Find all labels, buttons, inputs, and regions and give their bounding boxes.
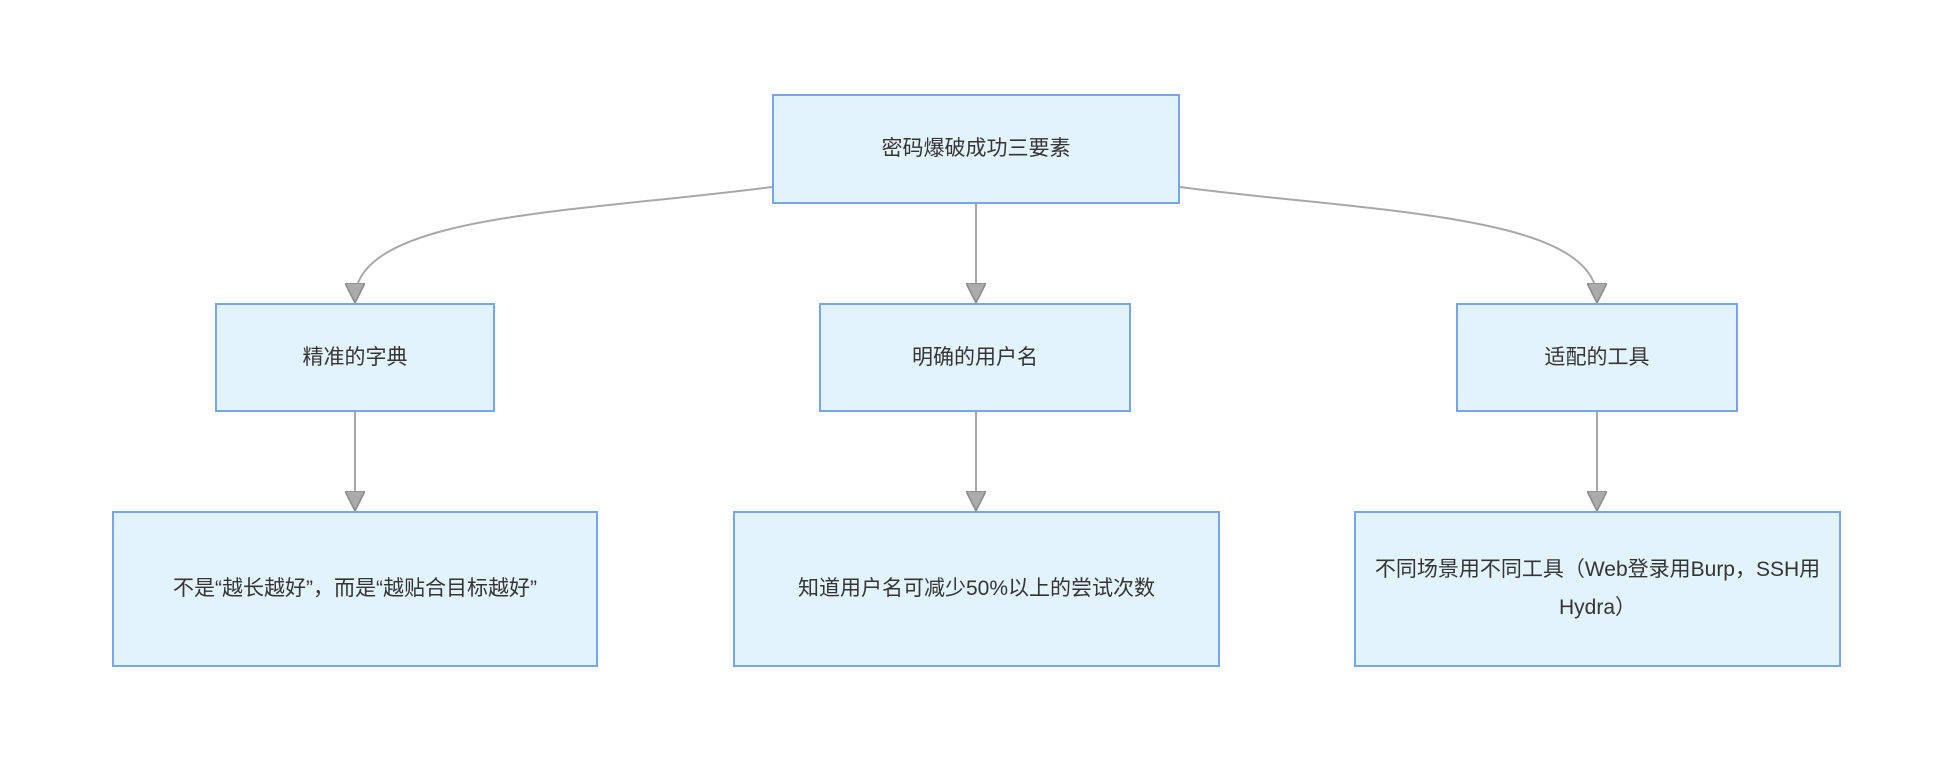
node-factor-tool: 适配的工具 <box>1456 303 1738 412</box>
node-detail-dictionary-label: 不是“越长越好”，而是“越贴合目标越好” <box>173 577 537 601</box>
node-factor-dictionary-label: 精准的字典 <box>302 345 408 369</box>
node-detail-tool-label: 不同场景用不同工具（Web登录用Burp，SSH用Hydra） <box>1374 558 1821 619</box>
node-factor-tool-label: 适配的工具 <box>1544 345 1650 369</box>
edge-root-to-factor-3 <box>1179 186 1597 299</box>
node-root-label: 密码爆破成功三要素 <box>881 137 1071 161</box>
node-detail-dictionary: 不是“越长越好”，而是“越贴合目标越好” <box>112 511 598 667</box>
edge-root-to-factor-1 <box>355 186 773 299</box>
node-factor-dictionary: 精准的字典 <box>215 303 495 412</box>
node-detail-tool: 不同场景用不同工具（Web登录用Burp，SSH用Hydra） <box>1354 511 1841 667</box>
node-factor-username-label: 明确的用户名 <box>912 345 1038 369</box>
node-factor-username: 明确的用户名 <box>819 303 1131 412</box>
node-detail-username-label: 知道用户名可减少50%以上的尝试次数 <box>797 577 1156 601</box>
node-detail-username: 知道用户名可减少50%以上的尝试次数 <box>733 511 1220 667</box>
node-root-title: 密码爆破成功三要素 <box>772 94 1180 204</box>
